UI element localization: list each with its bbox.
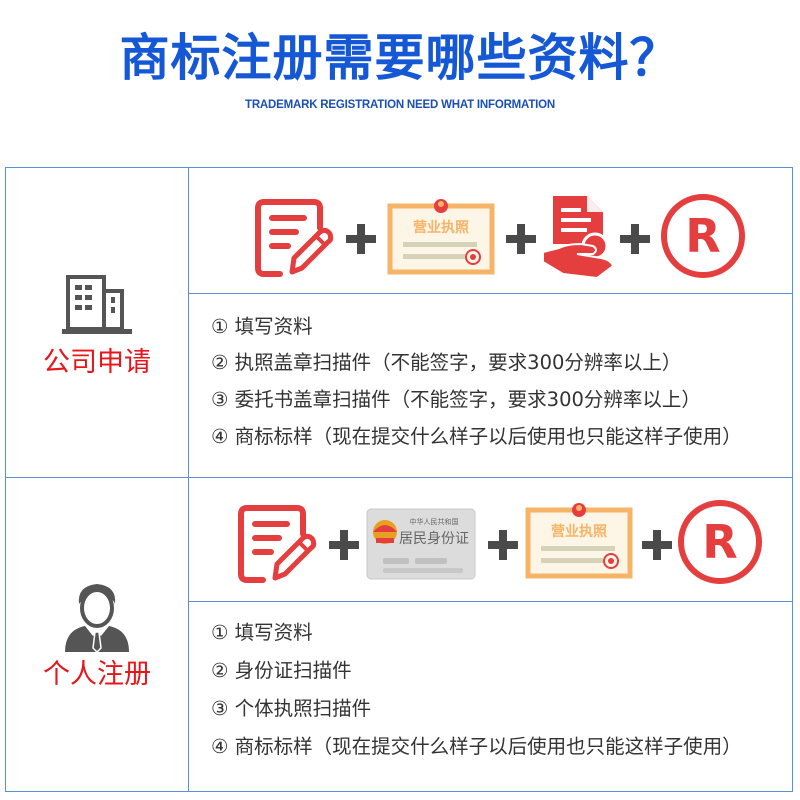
plus-icon	[329, 530, 359, 560]
list-item: ④ 商标标样（现在提交什么样子以后使用也只能这样子使用）	[211, 425, 742, 448]
list-item: ④ 商标标样（现在提交什么样子以后使用也只能这样子使用）	[211, 735, 742, 758]
business-license-icon: 营业执照	[387, 199, 495, 275]
svg-text:R: R	[685, 209, 720, 263]
plus-icon	[642, 530, 672, 560]
page-title: 商标注册需要哪些资料？	[119, 29, 681, 87]
personal-requirements-list: ① 填写资料 ② 身份证扫描件 ③ 个体执照扫描件 ④ 商标标样（现在提交什么样…	[189, 602, 792, 791]
plus-icon	[506, 224, 536, 254]
list-item: ② 执照盖章扫描件（不能签字，要求300分辨率以上）	[211, 351, 682, 374]
company-requirements-list: ① 填写资料 ② 执照盖章扫描件（不能签字，要求300分辨率以上） ③ 委托书盖…	[189, 294, 792, 477]
svg-text:营业执照: 营业执照	[413, 219, 469, 236]
personal-required-icons: 中华人民共和国 居民身份证 营业执照	[189, 478, 792, 602]
personal-registration-label: 个人注册	[43, 659, 151, 690]
registered-trademark-icon: R	[678, 500, 762, 584]
plus-icon	[620, 224, 650, 254]
list-item: ② 身份证扫描件	[211, 659, 352, 682]
plus-icon	[346, 224, 376, 254]
building-icon	[62, 275, 132, 334]
company-section: 公司申请 营业执照	[6, 168, 792, 478]
list-item: ① 填写资料	[211, 315, 313, 338]
company-application-label: 公司申请	[43, 347, 151, 378]
svg-text:R: R	[702, 515, 737, 569]
personal-section: 个人注册 中华人民共和国 居民身份	[6, 478, 792, 791]
requirements-table: 公司申请 营业执照	[5, 167, 793, 792]
company-details-cell: 营业执照	[189, 168, 792, 477]
personal-details-cell: 中华人民共和国 居民身份证 营业执照	[189, 478, 792, 791]
page-subtitle: TRADEMARK REGISTRATION NEED WHAT INFORMA…	[245, 99, 555, 111]
list-item: ① 填写资料	[211, 621, 313, 644]
id-card-icon: 中华人民共和国 居民身份证	[366, 508, 476, 580]
company-label-cell: 公司申请	[6, 168, 189, 477]
svg-text:营业执照: 营业执照	[551, 523, 607, 540]
form-edit-icon	[238, 505, 317, 583]
plus-icon	[488, 530, 518, 560]
company-required-icons: 营业执照	[189, 168, 792, 294]
person-icon	[65, 584, 129, 652]
list-item: ③ 个体执照扫描件	[211, 697, 372, 720]
personal-label-cell: 个人注册	[6, 478, 189, 791]
registered-trademark-icon: R	[661, 194, 745, 278]
business-license-icon: 营业执照	[525, 503, 633, 579]
list-item: ③ 委托书盖章扫描件（不能签字，要求300分辨率以上）	[211, 388, 701, 411]
form-edit-icon	[255, 199, 334, 277]
svg-text:居民身份证: 居民身份证	[399, 531, 469, 547]
svg-text:中华人民共和国: 中华人民共和国	[410, 517, 459, 526]
authorization-document-icon	[542, 196, 615, 280]
